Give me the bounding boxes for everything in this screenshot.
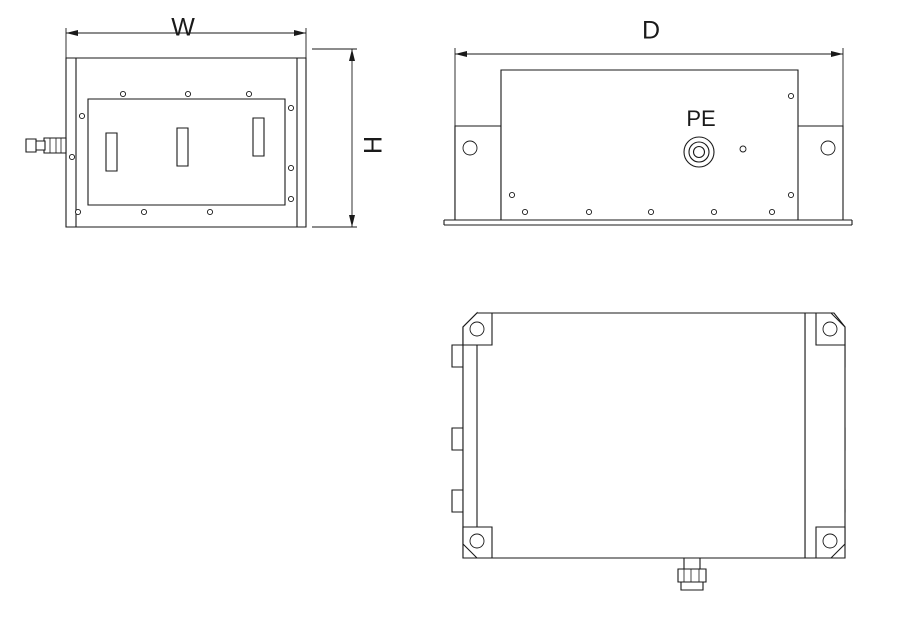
screw-dot	[710, 208, 718, 216]
front-width-label: W	[171, 14, 195, 42]
screw-dot	[74, 208, 82, 216]
screw-dot	[647, 208, 655, 216]
front-view: W H	[26, 14, 388, 227]
top-view	[452, 313, 845, 590]
screw-dot	[119, 90, 127, 98]
screw-dot	[521, 208, 529, 216]
screw-dot	[787, 191, 795, 199]
front-height-label: H	[360, 136, 388, 154]
screw-dot	[768, 208, 776, 216]
pe-label: PE	[686, 106, 715, 131]
top-corner-holes	[463, 313, 845, 558]
side-view: PE D	[444, 17, 852, 225]
side-depth-dimension	[454, 48, 844, 132]
screw-dot	[585, 208, 593, 216]
screw-dot	[68, 153, 76, 161]
pe-ground-terminal	[684, 137, 714, 167]
top-ground-stud	[678, 558, 706, 590]
front-ground-stud	[26, 138, 66, 153]
screw-dot	[245, 90, 253, 98]
mounting-hole	[820, 140, 836, 156]
screw-dot	[787, 92, 795, 100]
front-width-dimension	[65, 28, 307, 62]
screw-dot	[78, 112, 86, 120]
mounting-hole	[822, 533, 838, 549]
mounting-hole	[469, 533, 485, 549]
front-height-dimension	[312, 48, 357, 228]
screw-dot	[287, 164, 295, 172]
screw-dot	[140, 208, 148, 216]
screw-dot	[287, 104, 295, 112]
screw-dot	[184, 90, 192, 98]
mounting-hole	[469, 321, 485, 337]
screw-dot	[287, 195, 295, 203]
mounting-hole	[462, 140, 478, 156]
screw-dot	[206, 208, 214, 216]
screw-dot	[739, 145, 747, 153]
mounting-hole	[822, 321, 838, 337]
side-depth-label: D	[642, 17, 660, 45]
screw-dot	[508, 191, 516, 199]
